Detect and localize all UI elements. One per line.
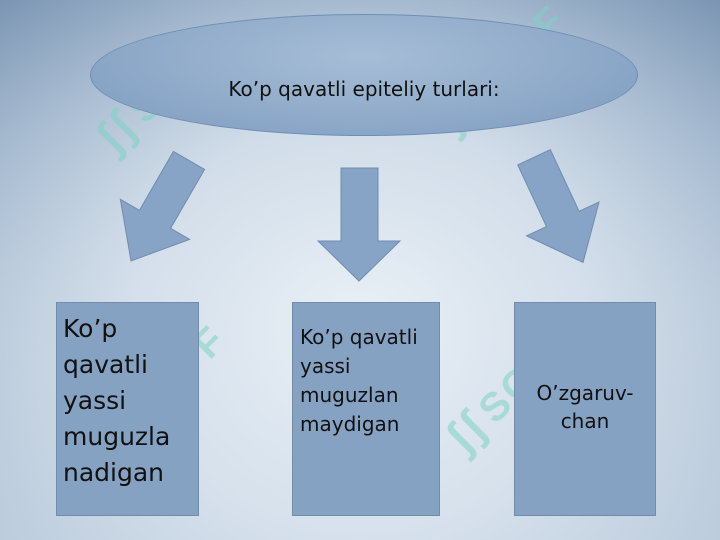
type-box-transitional: O’zgaruv-chan — [514, 302, 656, 516]
title-ellipse: Ko’p qavatli epiteliy turlari: — [90, 14, 638, 136]
type-box-label: O’zgaruv-chan — [536, 381, 634, 433]
diagram-title: Ko’p qavatli epiteliy turlari: — [228, 77, 500, 101]
type-box-non-keratinized: Ko’p qavatli yassi muguzlan maydigan — [292, 302, 440, 516]
type-box-label: Ko’p qavatli yassi muguzla nadigan — [63, 314, 171, 487]
type-box-label: Ko’p qavatli yassi muguzlan maydigan — [300, 325, 418, 436]
arrow-right — [517, 149, 600, 264]
arrow-middle — [316, 167, 402, 282]
type-box-keratinized: Ko’p qavatli yassi muguzla nadigan — [56, 302, 199, 516]
arrow-left — [119, 150, 206, 262]
